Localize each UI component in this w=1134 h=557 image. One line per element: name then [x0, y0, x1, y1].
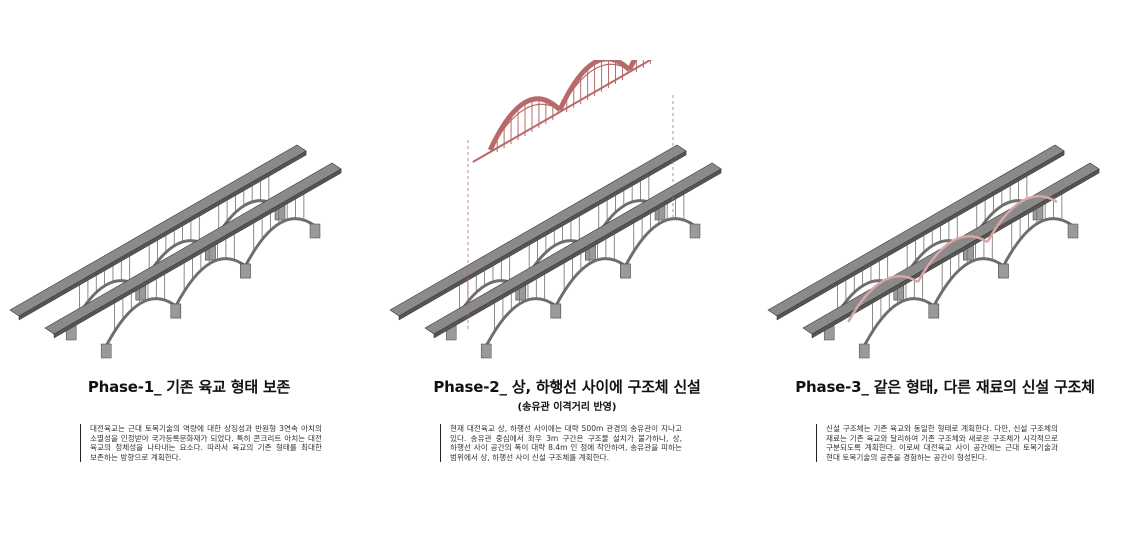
bridge-deck-side — [811, 168, 1100, 339]
bridge-deck — [44, 162, 342, 335]
bridge-arch — [174, 257, 247, 307]
bridge-pier — [998, 263, 1009, 279]
bridge-arch — [484, 297, 557, 347]
new-structure-arch — [847, 275, 919, 323]
bridge-pier — [858, 343, 870, 359]
phase-1-title: Phase-1_ 기존 육교 형태 보존 — [87, 378, 291, 396]
bridge-arch — [862, 297, 935, 347]
phase-2-description: 현재 대전육교 상, 하행선 사이에는 대략 500m 관경의 송유관이 지나고… — [440, 424, 682, 463]
phase-2-bridge-illustration — [389, 60, 722, 359]
bridge-pier — [480, 343, 492, 359]
phase-3-description: 신설 구조체는 기존 육교와 동일한 형태로 계획한다. 다만, 신설 구조체의… — [816, 424, 1058, 463]
bridge-pier — [689, 223, 701, 239]
bridge-deck — [802, 162, 1100, 335]
bridge-deck-side — [776, 150, 1065, 321]
bridge-arch — [554, 257, 627, 307]
bridge-arch — [932, 257, 1005, 307]
bridge-pier — [240, 263, 251, 279]
phase-1-bridge-illustration — [9, 144, 342, 359]
phase-2-panel: Phase-2_ 상, 하행선 사이에 구조체 신설 (송유관 이격거리 반영)… — [378, 0, 756, 557]
bridge-deck — [767, 144, 1065, 317]
phase-3-title: Phase-3_ 같은 형태, 다른 재료의 신설 구조체 — [795, 378, 1095, 396]
bridge-deck-side — [433, 168, 722, 339]
phase-1-panel: Phase-1_ 기존 육교 형태 보존 대전육교는 근대 토목기술의 역량에 … — [0, 0, 378, 557]
phase-2-title: Phase-2_ 상, 하행선 사이에 구조체 신설 — [433, 378, 701, 396]
bridge-pier — [309, 223, 321, 239]
bridge-deck-side — [18, 150, 307, 321]
bridge-arch — [624, 217, 696, 267]
bridge-arch — [244, 217, 316, 267]
new-structure-beam — [472, 60, 653, 163]
bridge-deck-side — [398, 150, 687, 321]
bridge-pier — [1067, 223, 1079, 239]
bridge-pier — [550, 303, 562, 319]
bridge-arch — [104, 297, 177, 347]
bridge-deck — [424, 162, 722, 335]
bridge-deck-side — [53, 168, 342, 339]
phase-3-panel: Phase-3_ 같은 형태, 다른 재료의 신설 구조체 신설 구조체는 기존… — [756, 0, 1134, 557]
phase-2-subtitle: (송유관 이격거리 반영) — [517, 402, 617, 413]
bridge-pier — [620, 263, 631, 279]
bridge-arch — [1002, 217, 1074, 267]
phase-3-bridge-illustration — [767, 144, 1100, 359]
new-structure-arch — [986, 195, 1058, 243]
bridge-pier — [100, 343, 112, 359]
bridge-deck — [389, 144, 687, 317]
bridge-pier — [170, 303, 182, 319]
phase-1-description: 대전육교는 근대 토목기술의 역량에 대한 상징성과 반원형 3연속 아치의 소… — [80, 424, 322, 463]
new-structure-arch — [916, 235, 989, 283]
bridge-deck — [9, 144, 307, 317]
bridge-pier — [928, 303, 940, 319]
